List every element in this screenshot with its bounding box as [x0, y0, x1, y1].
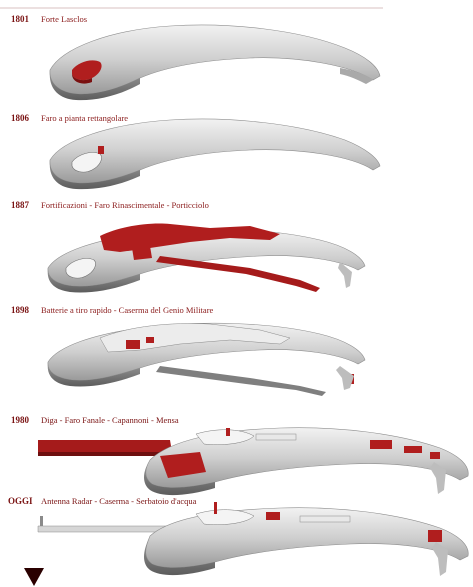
caption-1887: Fortificazioni - Faro Rinascimentale - P… [41, 200, 209, 211]
year-label-1898: 1898 [11, 305, 29, 316]
island-model-1980 [38, 428, 468, 495]
caption-oggi: Antenna Radar - Caserma - Serbatoio d'ac… [41, 496, 196, 507]
caption-1806: Faro a pianta rettangolare [41, 113, 128, 124]
island-model-oggi [38, 502, 468, 576]
caption-1898: Batterie a tiro rapido - Caserma del Gen… [41, 305, 213, 316]
island-model-1801 [50, 25, 380, 100]
year-label-1980: 1980 [11, 415, 29, 426]
timeline-arrowhead [24, 568, 44, 586]
year-label-1806: 1806 [11, 113, 29, 124]
caption-1801: Forte Lasclos [41, 14, 87, 25]
year-label-1887: 1887 [11, 200, 29, 211]
island-model-1898 [48, 323, 365, 396]
island-model-1806 [50, 119, 380, 189]
caption-1980: Diga - Faro Fanale - Capannoni - Mensa [41, 415, 179, 426]
island-model-1887 [48, 224, 365, 293]
year-label-1801: 1801 [11, 14, 29, 25]
year-label-oggi: OGGI [8, 496, 33, 507]
